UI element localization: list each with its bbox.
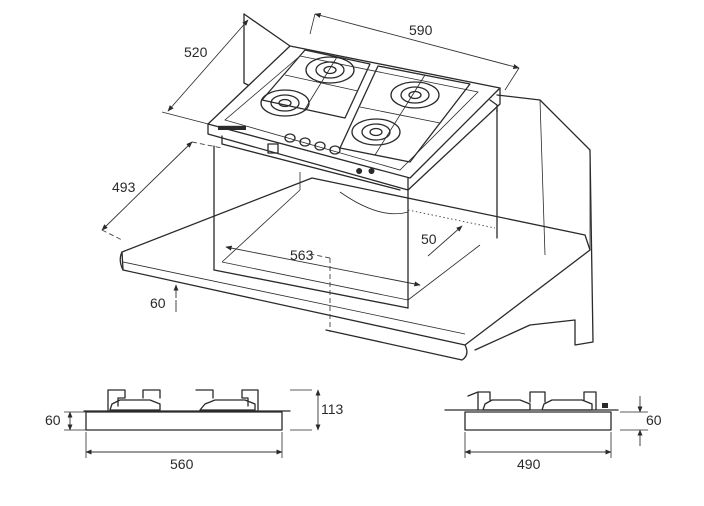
burner-grid-right — [339, 65, 471, 163]
side-height-label: 60 — [646, 412, 662, 428]
side-depth-label: 490 — [517, 456, 541, 472]
cooktop-unit: ● ● ▬▬ — [207, 45, 501, 191]
worktop-cabinet-perspective: ● ● ▬▬ — [101, 13, 594, 361]
cutout-depth-label: 493 — [112, 179, 136, 195]
countertop — [119, 177, 591, 361]
svg-text:▬▬: ▬▬ — [218, 117, 246, 133]
front-height-label: 60 — [45, 412, 61, 428]
front-elevation-view: 60 113 560 — [45, 389, 344, 472]
cutout-height-label: 60 — [150, 295, 166, 311]
overall-width-label: 590 — [409, 22, 433, 38]
control-knobs — [284, 133, 341, 155]
cutout-width-label: 563 — [290, 247, 314, 263]
overall-depth-label: 520 — [184, 44, 208, 60]
front-width-label: 560 — [170, 456, 194, 472]
total-height-label: 113 — [321, 401, 344, 417]
side-elevation-view: 490 60 — [444, 391, 662, 472]
perspective-dimensions — [101, 13, 520, 332]
back-margin-label: 50 — [421, 231, 437, 247]
svg-text:● ●: ● ● — [355, 162, 376, 178]
